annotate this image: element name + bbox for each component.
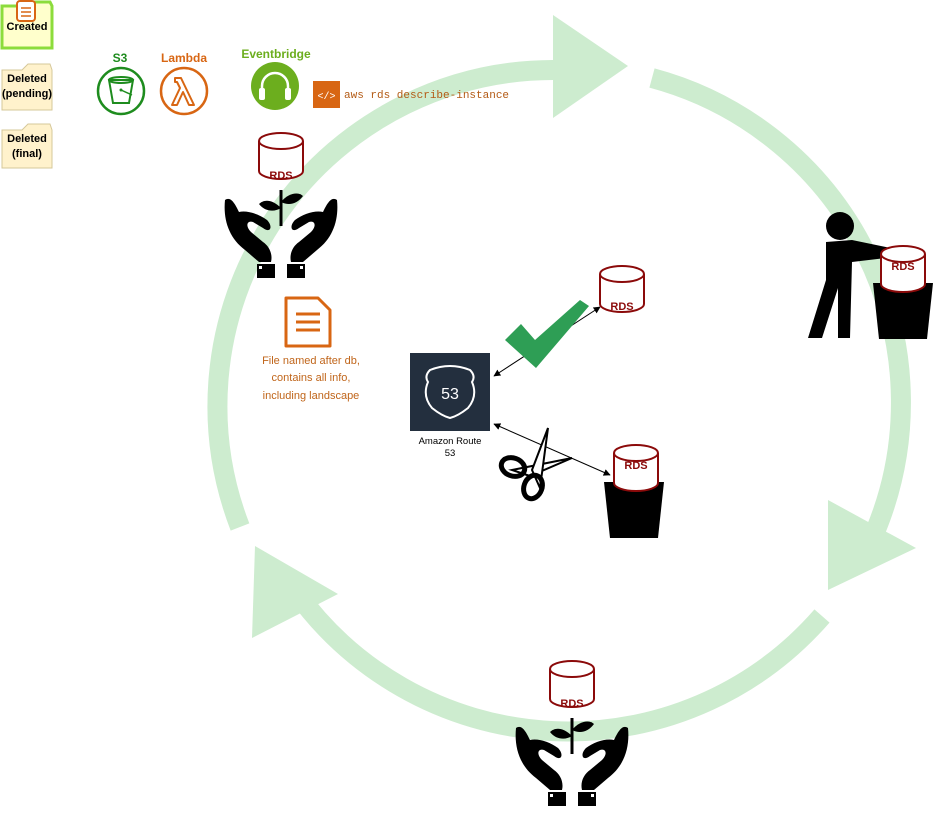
rds-label: RDS bbox=[560, 698, 583, 710]
headphones-icon bbox=[251, 62, 299, 110]
legend-item-created[interactable]: Created bbox=[0, 0, 54, 50]
rds-deleted-pending-center[interactable]: RDS bbox=[604, 444, 664, 538]
file-document-icon[interactable] bbox=[284, 296, 332, 348]
s3-bucket-icon bbox=[96, 66, 146, 116]
legend-item-deleted-final[interactable]: Deleted (final) bbox=[1, 123, 53, 169]
eventbridge-service[interactable]: Eventbridge bbox=[241, 47, 311, 110]
rds-created-top[interactable]: RDS bbox=[223, 132, 339, 280]
cycle-arc-top bbox=[207, 60, 554, 531]
legend-deleted-pending-line1: Deleted bbox=[7, 73, 47, 85]
route53-label-line2: 53 bbox=[445, 448, 456, 459]
file-note-line2: contains all info, bbox=[272, 372, 351, 384]
checkmark-icon bbox=[505, 300, 589, 368]
legend-created-label: Created bbox=[7, 21, 48, 33]
rds-label: RDS bbox=[624, 460, 647, 472]
file-note-line3: including landscape bbox=[263, 390, 360, 402]
cycle-arc-right bbox=[649, 68, 911, 536]
cli-command-text: aws rds describe-instance bbox=[344, 90, 509, 102]
cycle-arrowhead-top bbox=[553, 15, 628, 118]
cycle-arrowhead-right bbox=[828, 500, 916, 590]
eventbridge-label: Eventbridge bbox=[241, 47, 311, 61]
file-note-line1: File named after db, bbox=[262, 355, 360, 367]
route53-label-line1: Amazon Route bbox=[419, 436, 482, 447]
scissors-icon bbox=[498, 427, 573, 502]
svg-text:</>: </> bbox=[317, 91, 335, 103]
cycle-arrowhead-bottom bbox=[252, 546, 338, 638]
cli-command[interactable]: </> aws rds describe-instance bbox=[313, 81, 509, 108]
code-icon: </> bbox=[313, 81, 340, 108]
route53-node[interactable]: 53 Amazon Route 53 bbox=[410, 353, 490, 459]
rds-active-center[interactable]: RDS bbox=[599, 265, 645, 313]
person-throwing-trash-icon bbox=[808, 212, 902, 338]
s3-label: S3 bbox=[113, 51, 128, 65]
legend-deleted-pending-line2: (pending) bbox=[2, 88, 52, 100]
legend-deleted-final-line1: Deleted bbox=[7, 133, 47, 145]
connector-route53-to-deleted-rds bbox=[493, 423, 611, 476]
rds-created-bottom[interactable]: RDS bbox=[514, 660, 630, 808]
rds-label: RDS bbox=[269, 170, 292, 182]
legend-deleted-final-line2: (final) bbox=[12, 148, 42, 160]
route53-shield-icon: 53 bbox=[424, 365, 476, 420]
legend: Created Deleted (pending) Deleted (final… bbox=[0, 0, 54, 169]
lambda-service[interactable]: Lambda bbox=[159, 51, 209, 116]
s3-service[interactable]: S3 bbox=[96, 51, 146, 116]
lambda-icon bbox=[159, 66, 209, 116]
rds-deleted-final-right[interactable]: RDS bbox=[808, 212, 933, 339]
lambda-label: Lambda bbox=[161, 51, 207, 65]
rds-label: RDS bbox=[891, 261, 914, 273]
file-note: File named after db, contains all info, … bbox=[262, 355, 360, 402]
legend-item-deleted-pending[interactable]: Deleted (pending) bbox=[1, 63, 53, 111]
route53-badge: 53 bbox=[441, 386, 459, 403]
rds-label: RDS bbox=[610, 301, 633, 313]
